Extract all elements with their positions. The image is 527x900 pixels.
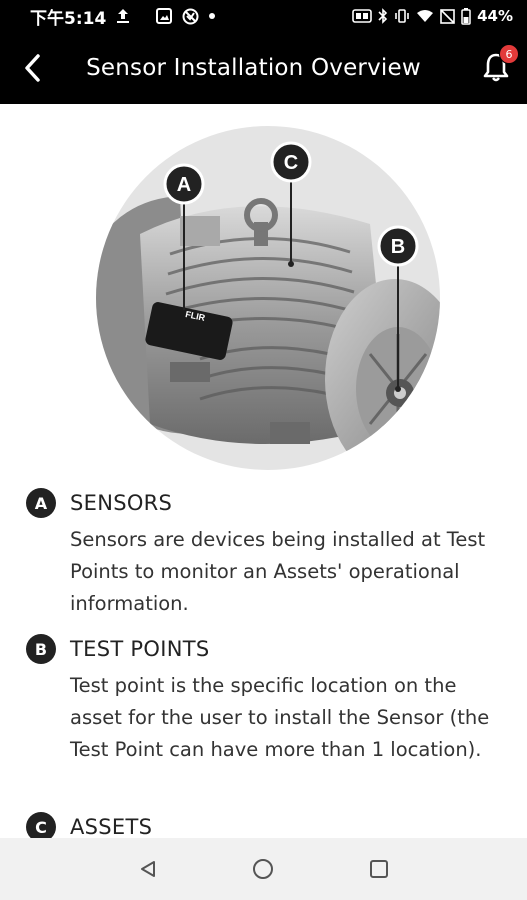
- section-body-sensors: Sensors are devices being installed at T…: [70, 528, 486, 615]
- wifi-icon: [416, 9, 434, 23]
- image-icon: [156, 8, 173, 24]
- status-bar: 下午5:14: [0, 0, 527, 32]
- section-title-sensors: SENSORS: [70, 491, 173, 515]
- nav-recents-button[interactable]: [359, 849, 399, 889]
- back-button[interactable]: [14, 50, 50, 86]
- status-left: 下午5:14: [30, 4, 216, 29]
- battery-icon: [461, 7, 471, 25]
- status-time: 下午5:14: [30, 8, 107, 29]
- hd-call-icon: [352, 9, 372, 23]
- content: A SENSORS Sensors are devices being inst…: [0, 486, 527, 850]
- callout-a: A: [163, 163, 205, 205]
- dnd-icon: [182, 8, 199, 25]
- section-marker-b: B: [26, 634, 56, 664]
- system-nav-bar: [0, 838, 527, 900]
- motor-illustration: FLIR A B C: [96, 126, 440, 470]
- notifications-button[interactable]: 6: [483, 44, 519, 84]
- triangle-back-icon: [140, 861, 155, 877]
- battery-percent: 44%: [477, 7, 513, 25]
- section-marker-a: A: [26, 488, 56, 518]
- chevron-left-icon: [25, 54, 40, 82]
- section-assets: C ASSETS: [0, 810, 527, 850]
- flir-sensor-graphic: FLIR: [145, 302, 233, 360]
- callout-a-label: A: [177, 174, 191, 196]
- section-body-test-points: Test point is the specific location on t…: [70, 674, 490, 761]
- nav-back-button[interactable]: [128, 849, 168, 889]
- section-sensors: A SENSORS Sensors are devices being inst…: [0, 486, 527, 632]
- square-recents-icon: [370, 860, 389, 878]
- section-title-test-points: TEST POINTS: [70, 637, 210, 661]
- callout-c-label: C: [284, 152, 298, 174]
- notification-badge: 6: [499, 44, 519, 64]
- dot-icon: [209, 13, 216, 19]
- callout-b: B: [377, 225, 419, 267]
- page-title: Sensor Installation Overview: [86, 55, 421, 81]
- section-header: C ASSETS: [26, 810, 507, 844]
- upload-icon: [116, 8, 130, 24]
- bluetooth-icon: [378, 8, 388, 24]
- section-marker-c: C: [26, 812, 56, 842]
- section-header: B TEST POINTS: [26, 632, 507, 666]
- app-bar: Sensor Installation Overview 6: [0, 32, 527, 104]
- nav-home-button[interactable]: [243, 849, 283, 889]
- section-title-assets: ASSETS: [70, 815, 153, 839]
- vibrate-icon: [394, 8, 410, 24]
- status-right: 44%: [352, 7, 513, 25]
- sensor-brand-text: FLIR: [184, 309, 206, 323]
- callout-c: C: [270, 141, 312, 183]
- callout-b-label: B: [391, 236, 405, 258]
- circle-home-icon: [253, 859, 274, 879]
- section-test-points: B TEST POINTS Test point is the specific…: [0, 632, 527, 810]
- section-header: A SENSORS: [26, 486, 507, 520]
- no-signal-icon: [440, 8, 455, 24]
